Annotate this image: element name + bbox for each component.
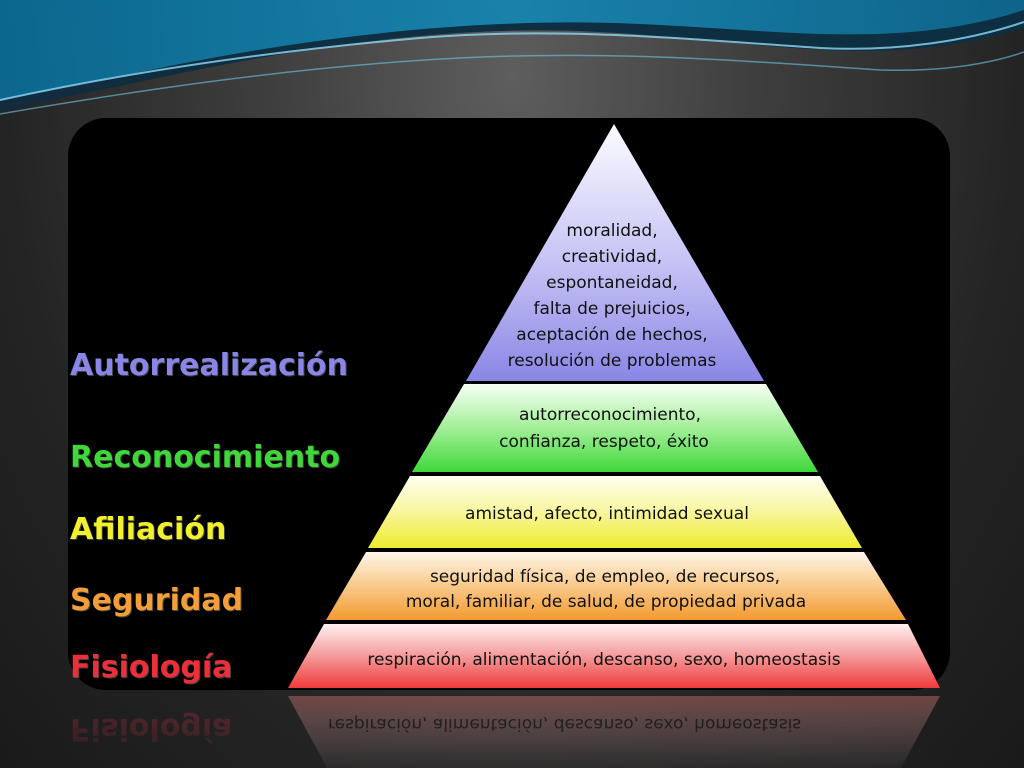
tier-4-line-1: seguridad física, de empleo, de recursos… — [430, 567, 780, 587]
pyramid-tier-physiological — [288, 624, 940, 688]
tier-3-line-1: amistad, afecto, intimidad sexual — [465, 504, 749, 524]
tier-1-line-5: aceptación de hechos, — [516, 325, 707, 345]
label-autorrealizacion: Autorrealización — [70, 348, 349, 383]
tier-1-line-2: creatividad, — [562, 247, 662, 267]
pyramid-tier-self-actualization — [466, 124, 764, 381]
tier-4-line-2: moral, familiar, de salud, de propiedad … — [406, 592, 806, 612]
pyramid-tier-recognition — [412, 384, 818, 472]
tier-2-line-2: confianza, respeto, éxito — [499, 432, 709, 452]
tier-1-line-6: resolución de problemas — [508, 351, 717, 371]
label-seguridad: Seguridad — [70, 583, 244, 618]
pyramid-tier-safety — [326, 552, 906, 620]
tier-5-line-1: respiración, alimentación, descanso, sex… — [367, 650, 840, 670]
tier-2-line-1: autorreconocimiento, — [519, 405, 701, 425]
label-fisiologia: Fisiología — [70, 650, 233, 685]
tier-1-line-3: espontaneidad, — [546, 273, 678, 293]
label-reconocimiento: Reconocimiento — [70, 440, 341, 475]
tier-1-line-4: falta de prejuicios, — [533, 299, 690, 319]
pyramid-tier-affiliation — [368, 476, 862, 548]
tier-1-line-1: moralidad, — [566, 221, 657, 241]
label-afiliacion: Afiliación — [70, 512, 227, 547]
